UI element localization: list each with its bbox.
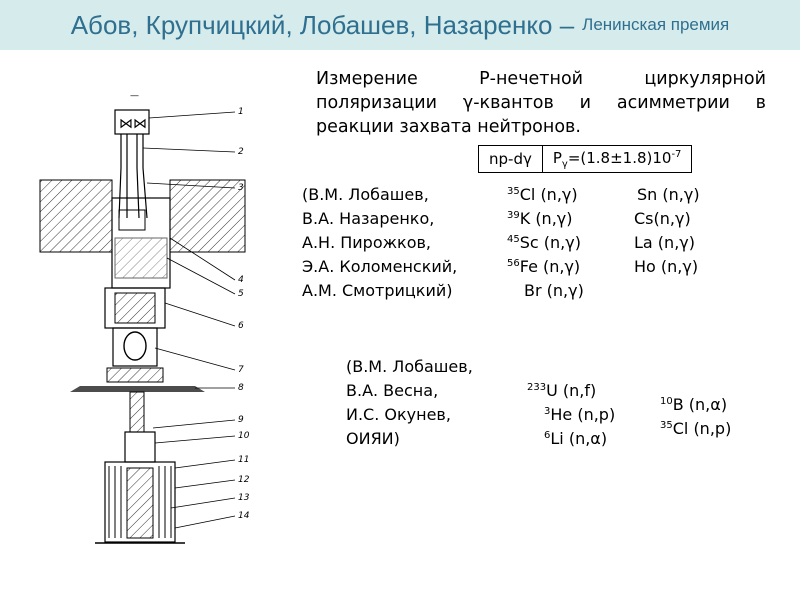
callout-1: 1 [238,107,244,117]
callout-7: 7 [238,365,244,375]
callout-11: 11 [238,455,249,465]
value-main: =(1.8±1.8)10 [567,148,672,167]
page-title: Абов, Крупчицкий, Лобашев, Назаренко – [70,9,575,40]
reaction-item: 35Cl (n,γ) [507,185,578,204]
reaction-item: 35Cl (n,p) [660,419,732,438]
reaction-item: 56Fe (n,γ) [507,257,581,276]
crystal [123,331,147,361]
reaction-item: 3He (n,p) [544,405,616,424]
callout-3: 3 [238,183,244,193]
value-exp: -7 [671,148,682,160]
shield-right [169,179,246,253]
reaction-item: Br (n,γ) [524,281,584,300]
value-sub: γ [561,158,568,170]
crystal-holder [112,327,158,367]
plate [70,386,205,392]
reaction-item: Cs(n,γ) [634,209,691,228]
author-line: (В.М. Лобашев, [302,185,429,204]
lead-tubes [118,134,148,219]
value-label: P [552,148,562,167]
apparatus-drawing: — ⋈⋈ 1 2 3 4 5 6 [39,91,250,544]
reaction-item: La (n,γ) [634,233,695,252]
reaction-item: 39K (n,γ) [507,209,573,228]
callout-4: 4 [238,275,244,285]
coupling [124,431,156,463]
drawing-top-label: — [130,91,139,101]
parameter-table: np-dγ Pγ=(1.8±1.8)10-7 [478,145,693,173]
shield-left [39,179,113,253]
callout-12: 12 [238,475,250,485]
reaction-item: 233U (n,f) [527,381,597,400]
callout-2: 2 [238,147,244,157]
target-cylinder [104,461,176,543]
author-line: И.С. Окунев, [346,405,451,424]
title-bar: Абов, Крупчицкий, Лобашев, Назаренко – Л… [0,0,800,50]
page-subtitle: Ленинская премия [582,15,730,34]
author-line: В.А. Назаренко, [302,209,435,228]
callout-10: 10 [238,431,250,441]
callout-8: 8 [238,383,244,393]
reaction-item: Sn (n,γ) [637,185,700,204]
reaction-item: 45Sc (n,γ) [507,233,581,252]
reaction-item: 6Li (n,α) [544,429,608,448]
reaction-item: Ho (n,γ) [634,257,699,276]
inner-shield [114,237,168,279]
author-line: А.М. Смотрицкий) [302,281,453,300]
author-line: (В.М. Лобашев, [346,357,473,376]
detector-core [114,292,156,324]
callout-14: 14 [238,511,250,521]
stem [129,391,145,433]
flange [106,367,164,383]
inner-box [118,209,146,231]
author-line: ОИЯИ) [346,429,400,448]
callout-13: 13 [238,493,250,503]
description: Измерение Р-нечетной циркулярной поляриз… [316,69,766,137]
leader-lines [142,111,236,529]
cylinder-fins [108,466,172,538]
callout-9: 9 [238,415,244,425]
callout-6: 6 [238,321,244,331]
callout-labels: 1 2 3 4 5 6 7 8 9 10 11 12 13 14 [238,107,250,521]
value-cell: Pγ=(1.8±1.8)10-7 [541,145,693,173]
target-core [126,467,154,539]
terminal-symbol: ⋈⋈ [119,116,147,132]
author-line: Э.А. Коломенский, [302,257,458,276]
reaction-item: 10B (n,α) [660,395,728,414]
author-line: В.А. Весна, [346,381,439,400]
reaction-cell: np-dγ [478,145,543,173]
terminal-block [114,109,150,135]
callout-5: 5 [238,289,244,299]
author-line: А.Н. Пирожков, [302,233,431,252]
